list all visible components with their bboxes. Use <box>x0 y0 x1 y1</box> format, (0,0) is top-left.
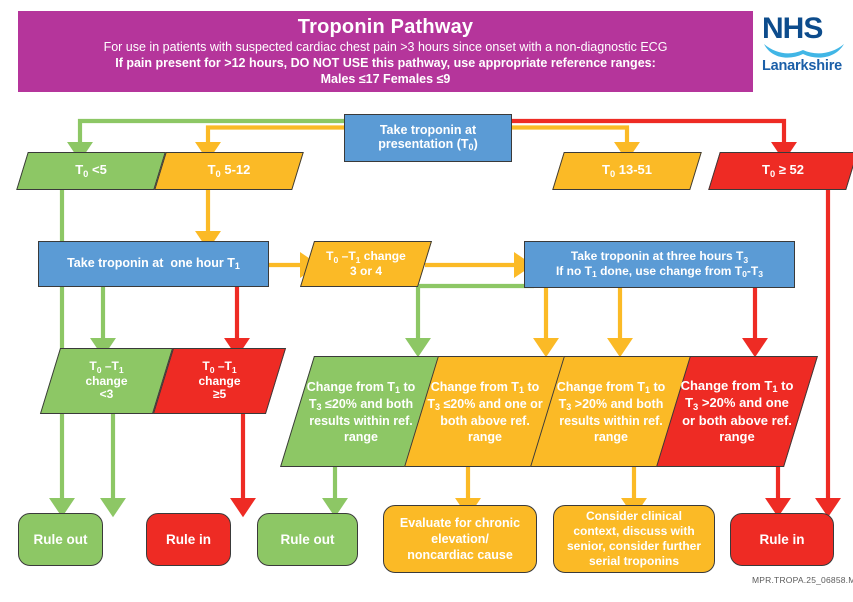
header-banner: Troponin Pathway For use in patients wit… <box>18 11 753 92</box>
node-label: T0 5-12 <box>207 162 251 180</box>
node-label: T0 ≥ 52 <box>762 162 804 180</box>
node-rule-out-2[interactable]: Rule out <box>257 513 358 566</box>
node-label: Change from T1 to T3 >20% and both resul… <box>556 379 666 444</box>
node-label: Change from T1 to T3 ≤20% and one or bot… <box>427 379 543 444</box>
node-label: Take troponin at one hour T1 <box>67 255 240 272</box>
node-criteria-amber-1[interactable]: Change from T1 to T3 ≤20% and one or bot… <box>404 356 566 467</box>
nhs-swoosh-icon <box>764 44 844 58</box>
document-reference-code: MPR.TROPA.25_06858.M <box>752 575 853 585</box>
node-take-troponin-one-hour[interactable]: Take troponin at one hour T1 <box>38 241 269 287</box>
node-rule-in-1[interactable]: Rule in <box>146 513 231 566</box>
nhs-lanarkshire-logo: NHS Lanarkshire <box>762 14 850 90</box>
node-label: Rule out <box>33 531 88 547</box>
header-line-3: Males ≤17 Females ≤9 <box>320 72 451 86</box>
node-rule-in-2[interactable]: Rule in <box>730 513 834 566</box>
nhs-board-name: Lanarkshire <box>762 58 843 74</box>
page-title: Troponin Pathway <box>297 16 474 38</box>
node-criteria-amber-2[interactable]: Change from T1 to T3 >20% and both resul… <box>530 356 692 467</box>
node-label: Rule out <box>280 531 335 547</box>
node-rule-out-1[interactable]: Rule out <box>18 513 103 566</box>
node-t0-lt5[interactable]: T0 <5 <box>16 152 166 190</box>
nhs-wordmark: NHS <box>762 12 823 45</box>
node-label: T0 <5 <box>75 162 107 180</box>
node-label: Rule in <box>759 531 805 547</box>
node-label: Rule in <box>165 531 211 547</box>
node-t0-5-12[interactable]: T0 5-12 <box>154 152 304 190</box>
node-label: Change from T1 to T3 >20% and one or bot… <box>680 377 794 445</box>
node-t0-ge52[interactable]: T0 ≥ 52 <box>708 152 853 190</box>
header-line-1: For use in patients with suspected cardi… <box>103 40 668 54</box>
node-label: T0 13-51 <box>601 162 653 180</box>
node-criteria-red[interactable]: Change from T1 to T3 >20% and one or bot… <box>656 356 818 467</box>
node-criteria-green[interactable]: Change from T1 to T3 ≤20% and both resul… <box>280 356 442 467</box>
node-t0-13-51[interactable]: T0 13-51 <box>552 152 702 190</box>
header-line-2: If pain present for >12 hours, DO NOT US… <box>115 56 656 70</box>
node-label: Change from T1 to T3 ≤20% and both resul… <box>306 379 416 444</box>
